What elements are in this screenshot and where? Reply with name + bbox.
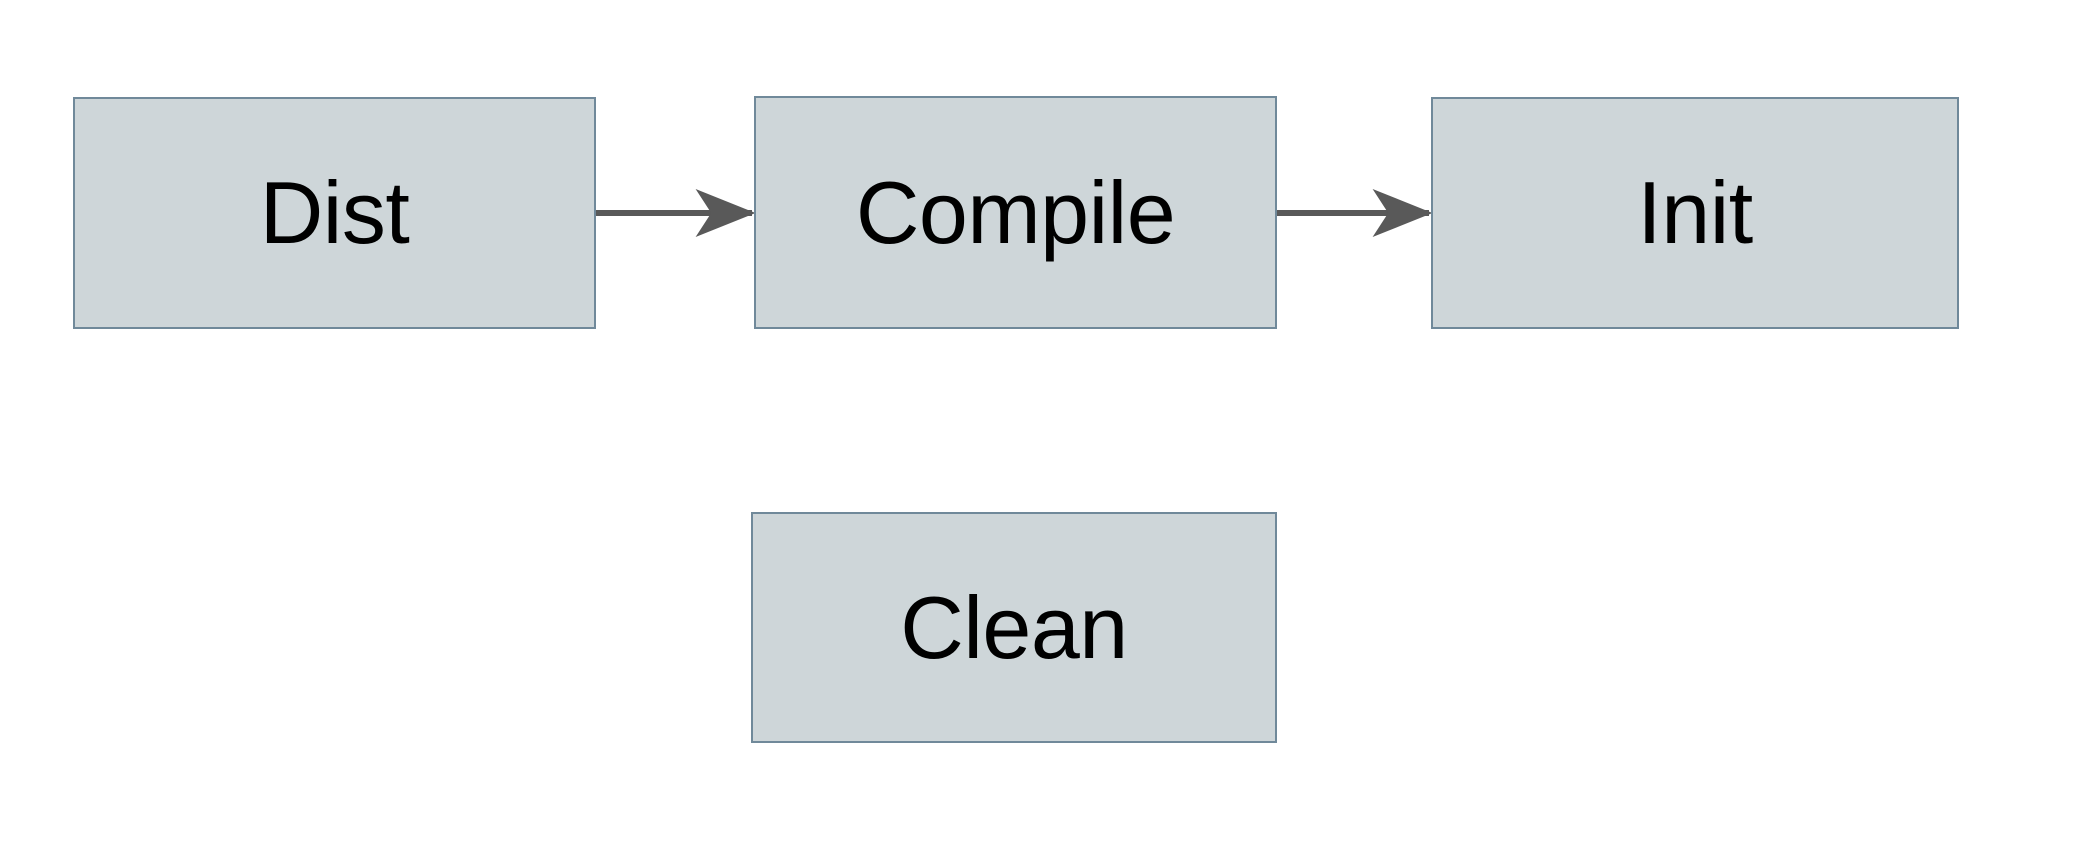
node-compile[interactable]: Compile bbox=[754, 96, 1277, 329]
node-dist[interactable]: Dist bbox=[73, 97, 596, 329]
node-init[interactable]: Init bbox=[1431, 97, 1959, 329]
node-init-label: Init bbox=[1637, 163, 1753, 262]
node-compile-label: Compile bbox=[855, 162, 1176, 262]
node-dist-label: Dist bbox=[259, 163, 410, 262]
node-clean-label: Clean bbox=[900, 577, 1128, 677]
node-clean[interactable]: Clean bbox=[751, 512, 1277, 743]
